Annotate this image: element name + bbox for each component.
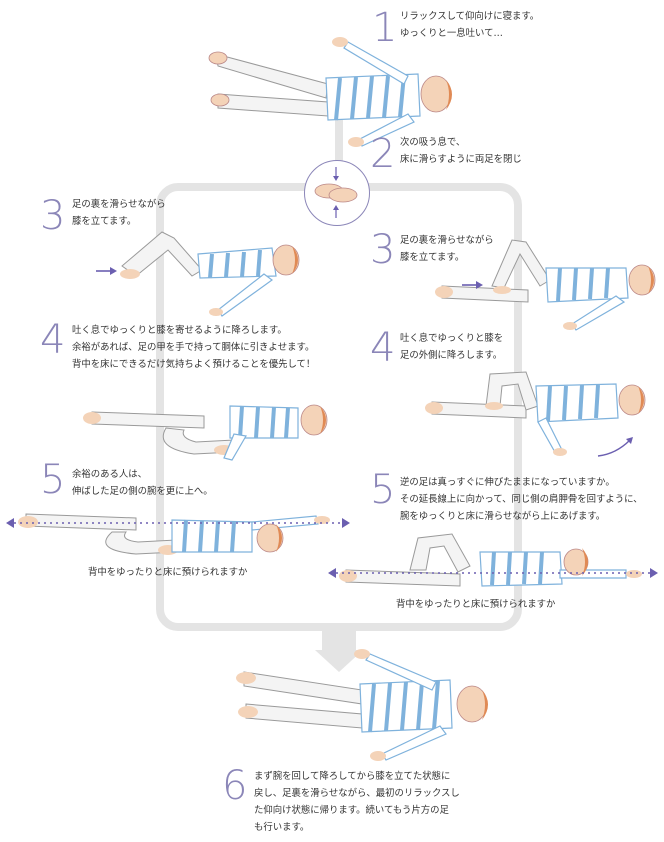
lying-figure-illustration [339, 533, 642, 587]
step-number: 2 [370, 131, 396, 177]
step-number: 5 [40, 457, 66, 503]
step-number: 4 [40, 317, 66, 363]
step-text: 足の裏を滑らせながら 膝を立てます。 [400, 235, 494, 263]
direction-arrow-icon [597, 437, 633, 457]
step-caption: 背中をゆったりと床に預けられますか [88, 567, 248, 578]
step-number: 1 [372, 5, 398, 51]
lying-figure-illustration [18, 513, 330, 555]
step-text: 吐く息でゆっくりと膝を 足の外側に降ろします。 [400, 333, 504, 361]
step-text: 次の吸う息で、 床に滑らすように両足を閉じ [400, 137, 522, 165]
step-caption: 背中をゆったりと床に預けられますか [396, 599, 556, 610]
lying-figure-illustration [208, 37, 452, 147]
lying-figure-illustration [83, 404, 328, 461]
step-text: まず腕を回して降ろしてから膝を立てた状態に 戻し、足裏を滑らせながら、最初のリラ… [254, 771, 460, 833]
step-text: 余裕のある人は、 伸ばした足の側の腕を更に上へ。 [72, 469, 213, 497]
lying-figure-illustration [435, 239, 656, 331]
lying-figure-illustration [425, 371, 646, 456]
step-text: 足の裏を滑らせながら 膝を立てます。 [72, 199, 166, 227]
flow-stem-bottom [322, 628, 356, 652]
direction-arrow-icon [462, 281, 483, 289]
dotted-stretch-arrow-icon [328, 568, 658, 578]
step-number: 3 [40, 193, 66, 239]
flow-stem-top [335, 120, 343, 184]
lying-figure-illustration [120, 231, 300, 317]
step-number: 5 [370, 467, 396, 513]
direction-arrow-icon [96, 267, 117, 275]
step-number: 6 [222, 763, 248, 809]
step-text: 逆の足は真っすぐに伸びたままになっていますか。 その延長線上に向かって、同じ側の… [400, 477, 643, 522]
flow-arrow-icon [315, 650, 363, 672]
step-number: 3 [370, 227, 396, 273]
step-text: リラックスして仰向けに寝ます。 ゆっくりと一息吐いて… [400, 11, 540, 39]
step-number: 4 [370, 325, 396, 371]
dotted-stretch-arrow-icon [6, 518, 350, 528]
lying-figure-illustration [236, 649, 488, 761]
step-text: 吐く息でゆっくりと膝を寄せるように降ろします。 余裕があれば、足の甲を手で持って… [72, 325, 316, 370]
feet-closeup-illustration [304, 160, 370, 226]
